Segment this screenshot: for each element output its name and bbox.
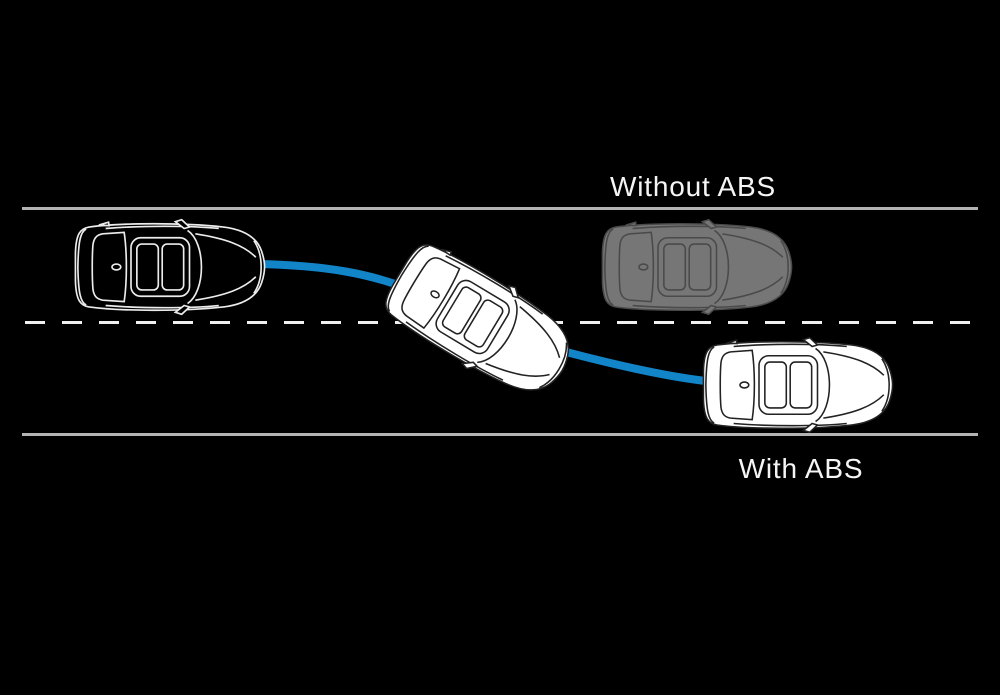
with-abs-label: With ABS bbox=[739, 453, 864, 484]
without-abs-label: Without ABS bbox=[610, 171, 776, 202]
car-without-abs-icon bbox=[601, 218, 793, 316]
car-swerving-icon bbox=[374, 231, 588, 413]
car-start-icon bbox=[74, 218, 266, 316]
car-with-abs-icon bbox=[702, 336, 894, 434]
